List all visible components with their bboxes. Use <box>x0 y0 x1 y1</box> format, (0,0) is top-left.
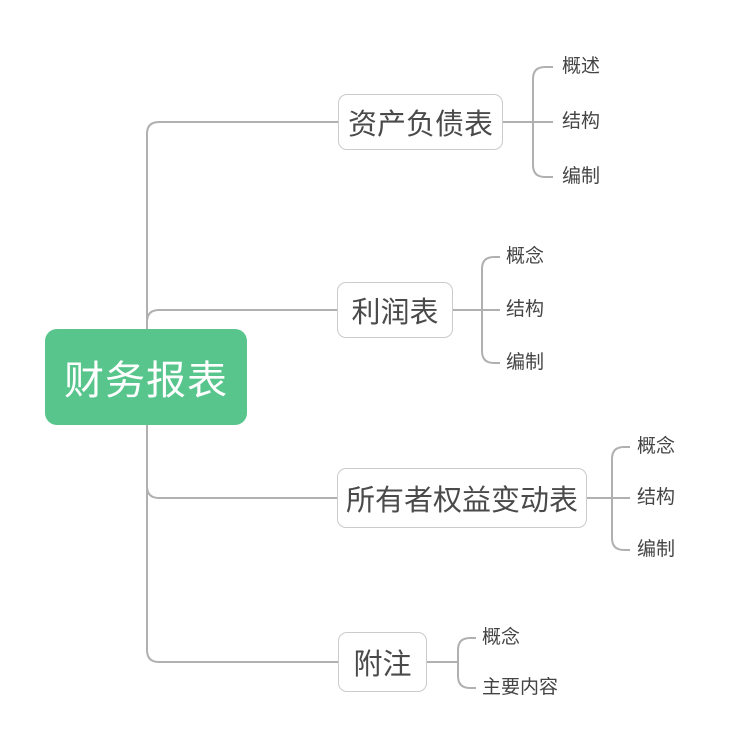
child-topic-notes-main-content[interactable]: 主要内容 <box>482 677 559 698</box>
connector-equity-changes-bracket <box>611 446 630 551</box>
child-topic-income-concept[interactable]: 概念 <box>506 246 545 267</box>
connector-income-statement-bracket <box>481 256 500 364</box>
branch-node-notes[interactable]: 附注 <box>338 632 427 692</box>
child-topic-income-structure[interactable]: 结构 <box>506 299 545 320</box>
child-topic-equity-preparation[interactable]: 编制 <box>637 539 676 560</box>
branch-node-equity-changes[interactable]: 所有者权益变动表 <box>337 468 587 528</box>
child-topic-notes-concept[interactable]: 概念 <box>482 627 521 648</box>
child-topic-income-preparation[interactable]: 编制 <box>506 352 545 373</box>
child-topic-balance-sheet-preparation[interactable]: 编制 <box>562 166 601 187</box>
connector-root-to-notes <box>146 425 338 663</box>
child-topic-equity-concept[interactable]: 概念 <box>637 436 676 457</box>
root-node[interactable]: 财务报表 <box>45 329 247 425</box>
connector-root-to-balance-sheet <box>146 121 338 329</box>
connector-balance-sheet-bracket <box>532 66 553 178</box>
branch-node-income-statement[interactable]: 利润表 <box>337 282 453 338</box>
child-topic-balance-sheet-overview[interactable]: 概述 <box>562 56 601 77</box>
child-topic-equity-structure[interactable]: 结构 <box>637 487 676 508</box>
connector-notes-bracket <box>457 637 476 689</box>
connector-root-to-equity-changes <box>146 425 337 499</box>
branch-node-balance-sheet[interactable]: 资产负债表 <box>338 94 503 150</box>
child-topic-balance-sheet-structure[interactable]: 结构 <box>562 111 601 132</box>
connector-root-to-income-statement <box>146 309 337 329</box>
